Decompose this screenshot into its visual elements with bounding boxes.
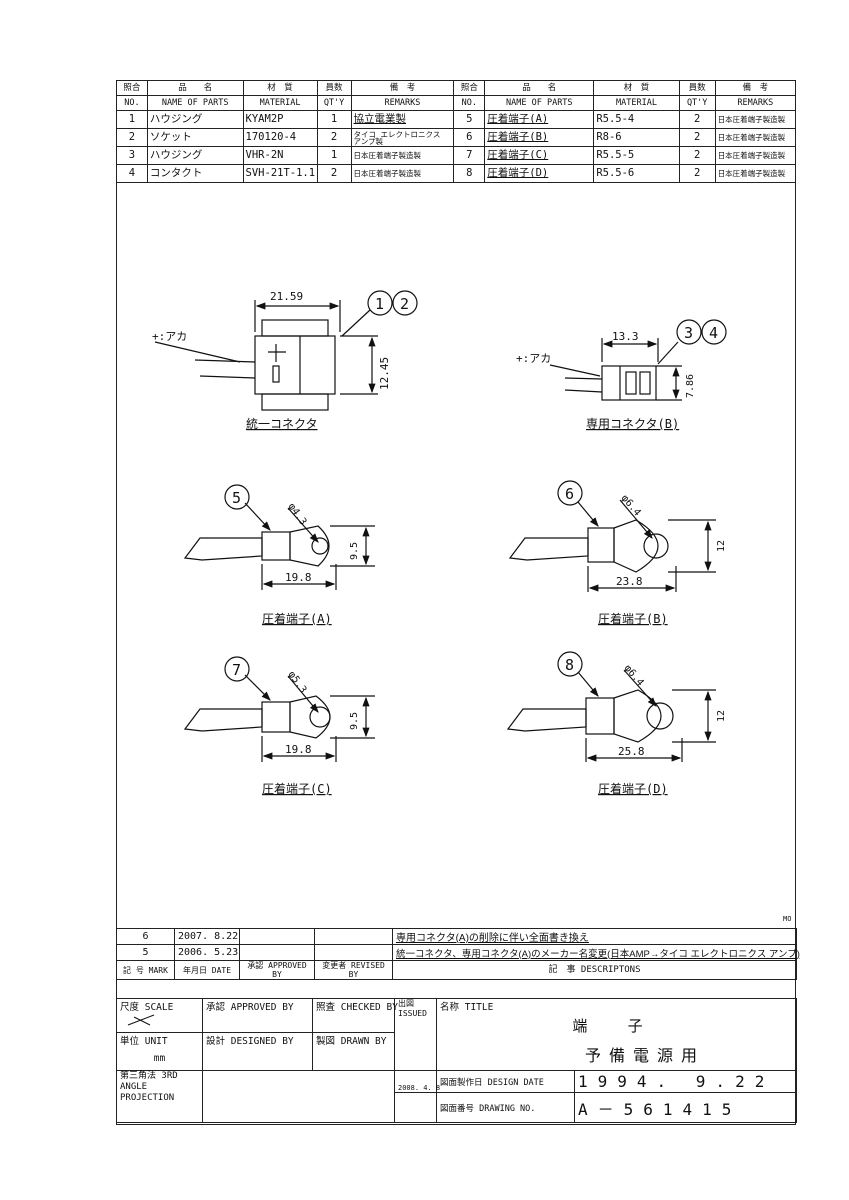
balloon-2: 2	[400, 295, 409, 313]
conn-b-width: 13.3	[612, 330, 639, 343]
term-b-caption: 圧着端子(B)	[598, 611, 668, 626]
term-d-dia: φ6.4	[622, 663, 646, 689]
term-b-dia: φ6.4	[619, 493, 643, 519]
terminal-b-drawing	[508, 480, 716, 592]
conn-a-wire-label: +:アカ	[152, 330, 187, 343]
title-cell: 名称 TITLE 端 子	[435, 998, 798, 1071]
conn-b-wire-label: +:アカ	[516, 352, 551, 365]
term-a-caption: 圧着端子(A)	[262, 611, 332, 626]
balloon-1: 1	[375, 295, 384, 313]
revision-table: 6 2007. 8.22 専用コネクタ(A)の削除に伴い全面書き換え 5 200…	[116, 928, 800, 980]
issued-cell: 出図 ISSUED	[394, 998, 437, 1071]
conn-a-width: 21.59	[270, 290, 303, 303]
conn-b-height: 7.86	[685, 374, 696, 398]
conn-a-height: 12.45	[378, 357, 391, 390]
connector-b-drawing	[549, 319, 727, 401]
revision-header: 記 号 MARK 年月日 DATE 承認 APPROVED BY 変更者 REV…	[116, 960, 797, 980]
title-subtitle: 予備電源用	[584, 1048, 705, 1065]
connector-a-drawing	[154, 290, 418, 411]
design-date: 1994. 9.22	[573, 1070, 798, 1093]
parts-header-jp: 照合 品 名 材 質 員数 備 考 照合 品 名 材 質 員数 備 考	[116, 80, 797, 96]
terminal-a-drawing	[183, 484, 375, 590]
table-row: 1 ハウジング KYAM2P 1 協立電業製 5 圧着端子(A) R5.5-4 …	[116, 110, 797, 129]
term-c-dia: φ5.3	[286, 669, 309, 695]
scale-na-mark	[127, 1014, 155, 1026]
table-row: 3 ハウジング VHR-2N 1 日本圧着端子製造製 7 圧着端子(C) R5.…	[116, 146, 797, 165]
drawing-number: A－561415	[573, 1092, 798, 1123]
balloon-5: 5	[232, 489, 241, 507]
conn-b-caption: 専用コネクタ(B)	[586, 417, 679, 431]
corner-mark: MO	[783, 915, 791, 923]
wire-lead	[154, 341, 241, 363]
term-d-length: 25.8	[618, 745, 645, 758]
term-b-height: 12	[716, 540, 727, 552]
issued-date: 2008. 4. 8	[394, 1070, 440, 1093]
conn-a-caption: 統一コネクタ	[246, 417, 318, 431]
projection-cell: 第三角法 3RD ANGLE PROJECTION	[116, 1070, 203, 1123]
term-c-caption: 圧着端子(C)	[262, 781, 332, 796]
balloon-3: 3	[684, 324, 693, 342]
balloon-7: 7	[232, 661, 241, 679]
table-row: 5 2006. 5.23 統一コネクタ、専用コネクタ(A)のメーカー名変更(日本…	[116, 944, 800, 961]
terminal-c-drawing	[183, 656, 375, 762]
balloon-4: 4	[709, 324, 718, 342]
unit-cell: 単位 UNIT mm	[116, 1032, 203, 1071]
term-c-height: 9.5	[349, 712, 360, 730]
table-row: 6 2007. 8.22 専用コネクタ(A)の削除に伴い全面書き換え	[116, 928, 797, 945]
terminal-d-drawing	[506, 651, 716, 762]
term-b-length: 23.8	[616, 575, 643, 588]
balloon-6: 6	[565, 485, 574, 503]
title-block: 尺度 SCALE 承認 APPROVED BY 照査 CHECKED BY 出図…	[116, 998, 798, 1123]
term-d-height: 12	[716, 710, 727, 722]
term-a-dia: φ4.3	[286, 501, 309, 527]
scale-cell: 尺度 SCALE	[116, 998, 203, 1033]
term-a-height: 9.5	[349, 542, 360, 560]
term-a-length: 19.8	[285, 571, 312, 584]
table-row: 2 ソケット 170120-4 2 タイコ エレクトロニクス アンプ製 6 圧着…	[116, 128, 797, 147]
table-row: 4 コンタクト SVH-21T-1.1 2 日本圧着端子製造製 8 圧着端子(D…	[116, 164, 797, 183]
balloon-8: 8	[565, 656, 574, 674]
parts-table: 照合 品 名 材 質 員数 備 考 照合 品 名 材 質 員数 備 考 NO. …	[116, 80, 797, 183]
term-c-length: 19.8	[285, 743, 312, 756]
term-d-caption: 圧着端子(D)	[598, 781, 668, 796]
